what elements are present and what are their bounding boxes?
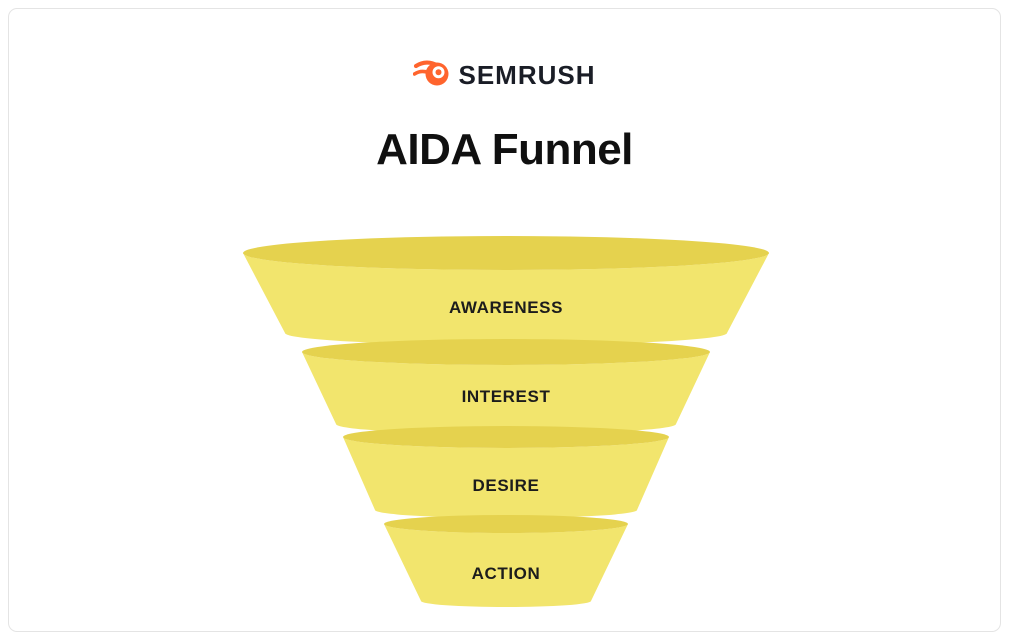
brand-name: SEMRUSH xyxy=(458,60,596,90)
funnel-stage-label: ACTION xyxy=(471,564,541,583)
page: SEMRUSH AIDA Funnel xyxy=(8,8,1001,632)
semrush-comet-icon xyxy=(413,57,449,94)
funnel-stage-awareness-shape xyxy=(243,236,769,345)
funnel-shapes xyxy=(243,236,769,607)
funnel-stage-label: DESIRE xyxy=(472,476,540,495)
funnel-stage-label: INTEREST xyxy=(461,387,551,406)
funnel-stage-interest-shape xyxy=(302,339,710,434)
brand-logo: SEMRUSH xyxy=(9,57,1000,94)
funnel-stage-desire-shape xyxy=(343,426,669,518)
funnel-stage-action-shape xyxy=(384,515,628,607)
funnel-stage-label: AWARENESS xyxy=(448,298,564,317)
funnel-diagram xyxy=(201,231,811,623)
page-title: AIDA Funnel xyxy=(376,125,633,174)
